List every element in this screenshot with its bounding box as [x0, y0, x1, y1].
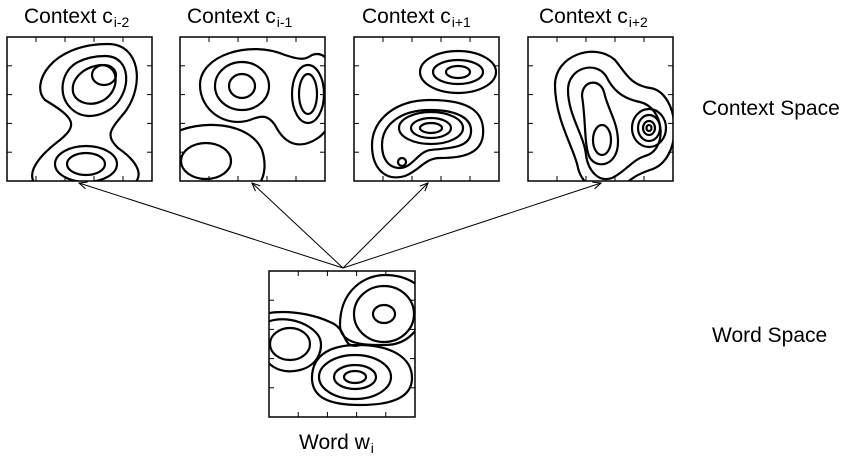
- word-label: Word wi: [299, 431, 374, 456]
- context-label-text: Context c: [187, 5, 276, 28]
- word-plot: [268, 270, 416, 418]
- arrow-to-context-i-minus-2: [79, 183, 344, 269]
- word-subscript: i: [370, 440, 374, 456]
- arrows: [79, 183, 601, 269]
- context-plot-i-minus-2: [6, 36, 153, 182]
- context-label-i-minus-1: Context ci-1: [187, 5, 293, 30]
- arrow-to-context-i-plus-2: [342, 183, 601, 269]
- arrow-to-context-i-plus-1: [342, 183, 428, 269]
- context-subscript: i+2: [628, 14, 648, 30]
- context-label-i-plus-1: Context ci+1: [362, 5, 471, 30]
- context-plot-i-plus-2: [527, 36, 674, 182]
- context-plot-i-plus-1: [353, 36, 500, 182]
- context-label-i-plus-2: Context ci+2: [539, 5, 648, 30]
- context-space-label: Context Space: [702, 97, 840, 120]
- context-label-text: Context c: [362, 5, 451, 28]
- context-label-text: Context c: [24, 5, 113, 28]
- arrow-to-context-i-minus-1: [252, 183, 344, 269]
- context-label-text: Context c: [539, 5, 628, 28]
- word-label-text: Word w: [299, 431, 370, 454]
- context-label-i-minus-2: Context ci-2: [24, 5, 130, 30]
- context-plot-i-minus-1: [179, 36, 326, 182]
- context-subscript: i-1: [276, 14, 293, 30]
- context-subscript: i+1: [451, 14, 471, 30]
- word-space-label: Word Space: [712, 324, 828, 347]
- context-subscript: i-2: [113, 14, 130, 30]
